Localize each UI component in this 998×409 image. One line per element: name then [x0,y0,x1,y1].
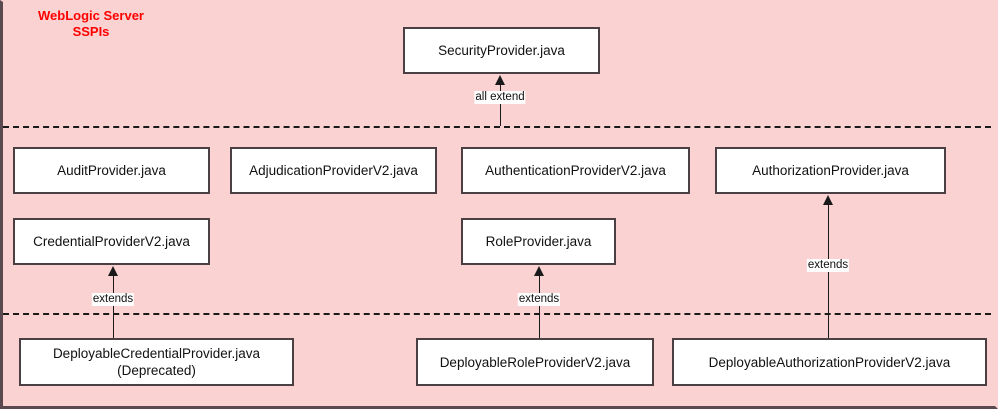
node-authentication-provider[interactable]: AuthenticationProviderV2.java [461,147,690,194]
edge-label-authorization-extends: extends [806,259,850,272]
node-credential-provider[interactable]: CredentialProviderV2.java [13,218,210,265]
node-audit-provider[interactable]: AuditProvider.java [13,147,210,194]
node-deployable-credential-provider[interactable]: DeployableCredentialProvider.java (Depre… [19,338,294,386]
arrow-head-all-extend [495,75,505,85]
node-authorization-provider[interactable]: AuthorizationProvider.java [715,147,946,194]
edge-label-all-extend: all extend [474,91,526,104]
node-security-provider[interactable]: SecurityProvider.java [403,27,600,74]
arrow-head-role-extends [534,266,544,276]
arrow-head-credential-extends [108,266,118,276]
divider-line-bottom [3,313,995,315]
connector-credential-extends [113,275,114,338]
divider-line-top [3,126,995,128]
arrow-head-authorization-extends [823,195,833,205]
node-adjudication-provider[interactable]: AdjudicationProviderV2.java [230,147,437,194]
edge-label-role-extends: extends [517,293,561,306]
connector-all-extend [500,84,501,126]
node-role-provider[interactable]: RoleProvider.java [461,218,616,265]
node-deployable-role-provider[interactable]: DeployableRoleProviderV2.java [416,338,654,386]
connector-role-extends [539,275,540,338]
node-deployable-authorization-provider[interactable]: DeployableAuthorizationProviderV2.java [672,338,987,386]
edge-label-credential-extends: extends [91,293,135,306]
diagram-title: WebLogic Server SSPIs [38,8,144,39]
